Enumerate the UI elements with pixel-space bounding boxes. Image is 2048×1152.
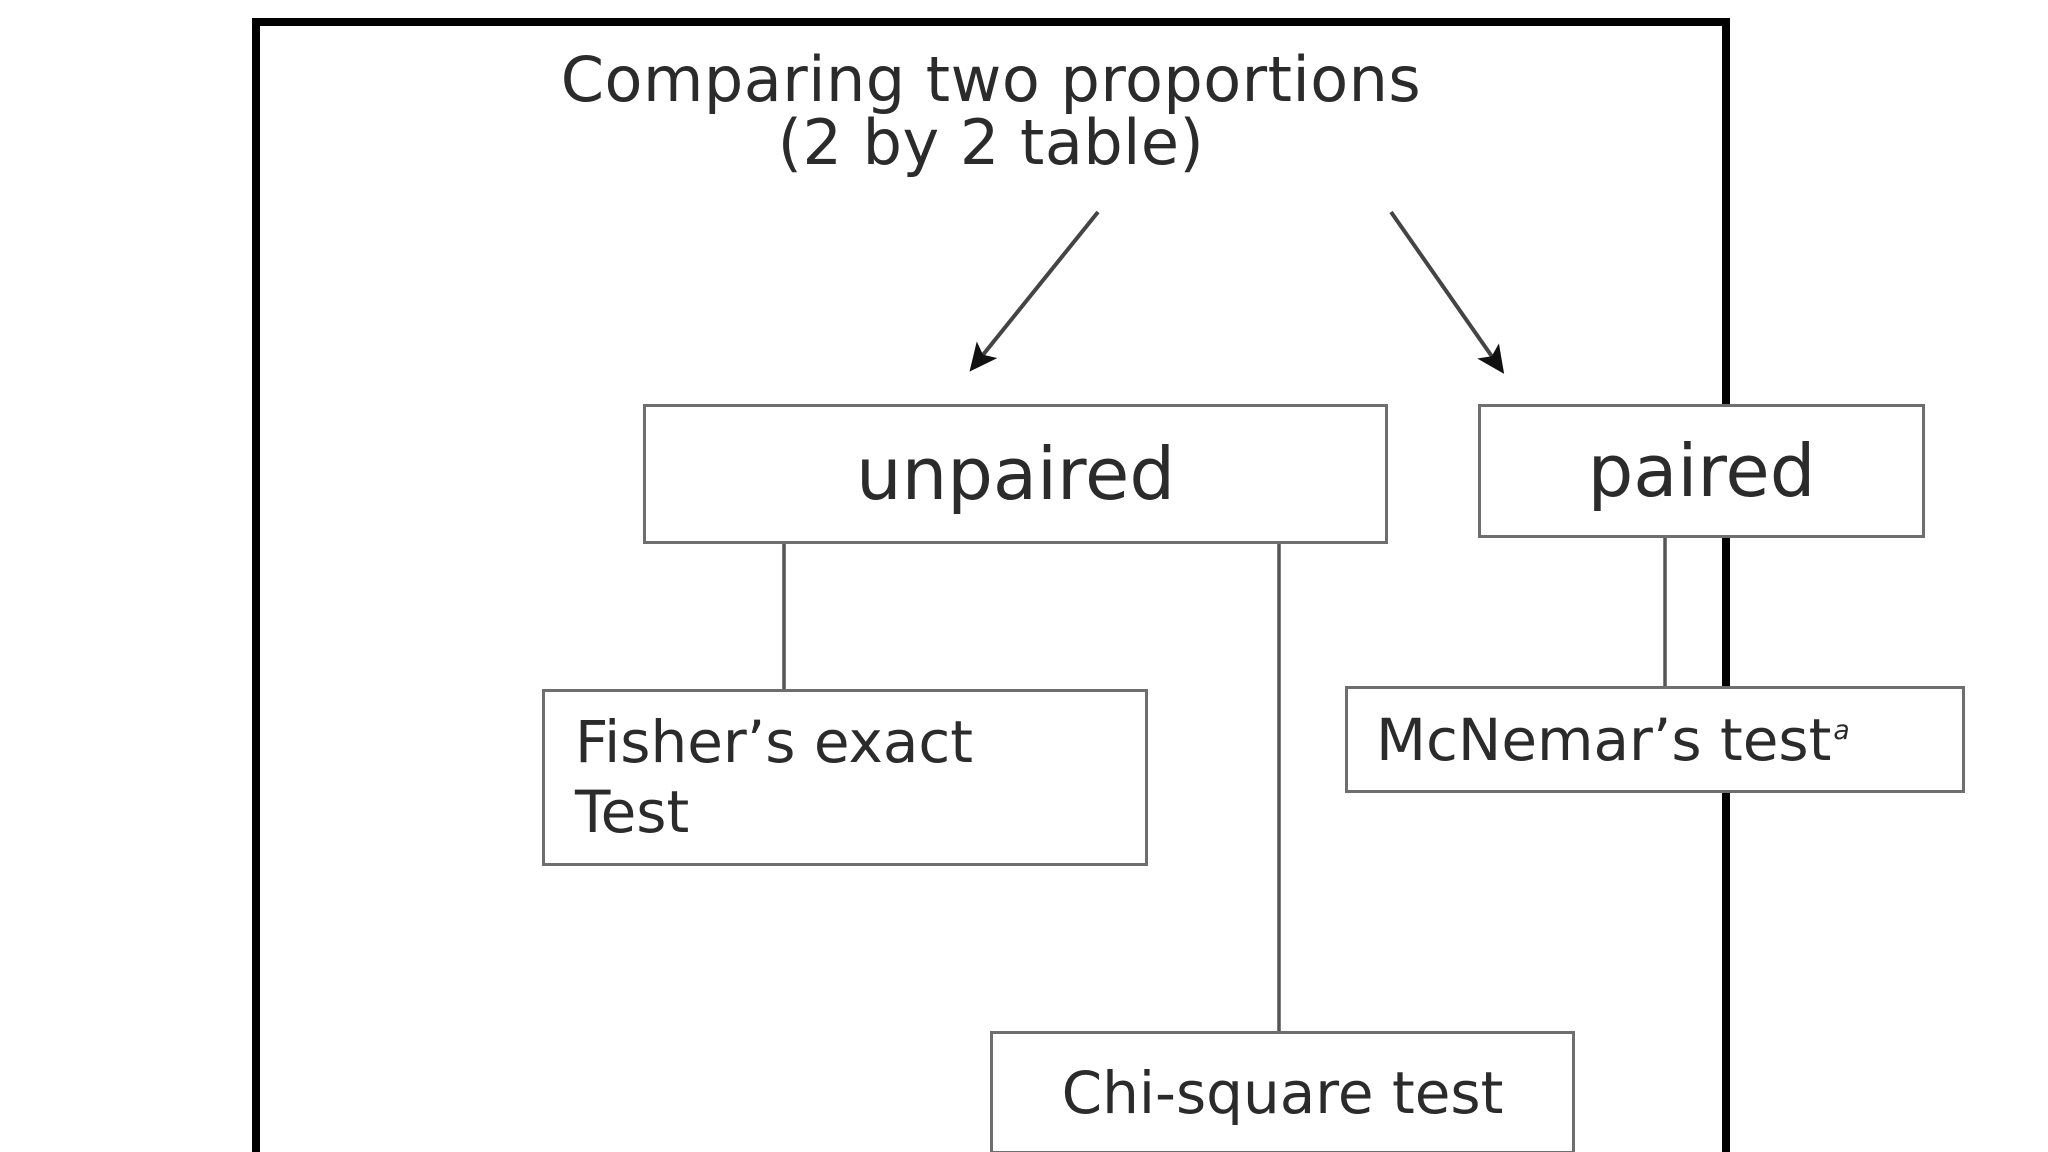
connector-layer xyxy=(782,210,1667,1032)
node-unpaired-label: unpaired xyxy=(855,432,1176,516)
figure-title: Comparing two proportions (2 by 2 table) xyxy=(260,43,1722,180)
node-unpaired[interactable]: unpaired xyxy=(643,404,1388,544)
node-paired[interactable]: paired xyxy=(1478,404,1925,538)
figure-outer-frame: Comparing two proportions (2 by 2 table) xyxy=(252,18,1965,1152)
node-fisher-exact-test[interactable]: Fisher’s exact Test xyxy=(542,689,1148,866)
node-fisher-line-1: Fisher’s exact xyxy=(575,707,974,776)
node-mcnemar-test-label: McNemar’s testa xyxy=(1376,706,1962,774)
node-paired-label: paired xyxy=(1587,429,1816,513)
node-fisher-line-2: Test xyxy=(575,777,690,846)
node-fisher-exact-test-label: Fisher’s exact Test xyxy=(575,708,1145,847)
node-mcnemar-footnote-marker: a xyxy=(1833,715,1850,747)
figure-title-line-2: (2 by 2 table) xyxy=(777,106,1205,180)
node-chi-square-test-label: Chi-square test xyxy=(1061,1058,1504,1127)
node-mcnemar-test-text: McNemar’s test xyxy=(1376,705,1832,774)
node-mcnemar-test[interactable]: McNemar’s testa xyxy=(1345,686,1965,793)
figure-title-line-1: Comparing two proportions xyxy=(560,43,1422,116)
edge-root-to-paired xyxy=(1389,210,1505,374)
edge-root-to-unpaired xyxy=(969,210,1100,372)
node-chi-square-test[interactable]: Chi-square test xyxy=(990,1031,1575,1152)
